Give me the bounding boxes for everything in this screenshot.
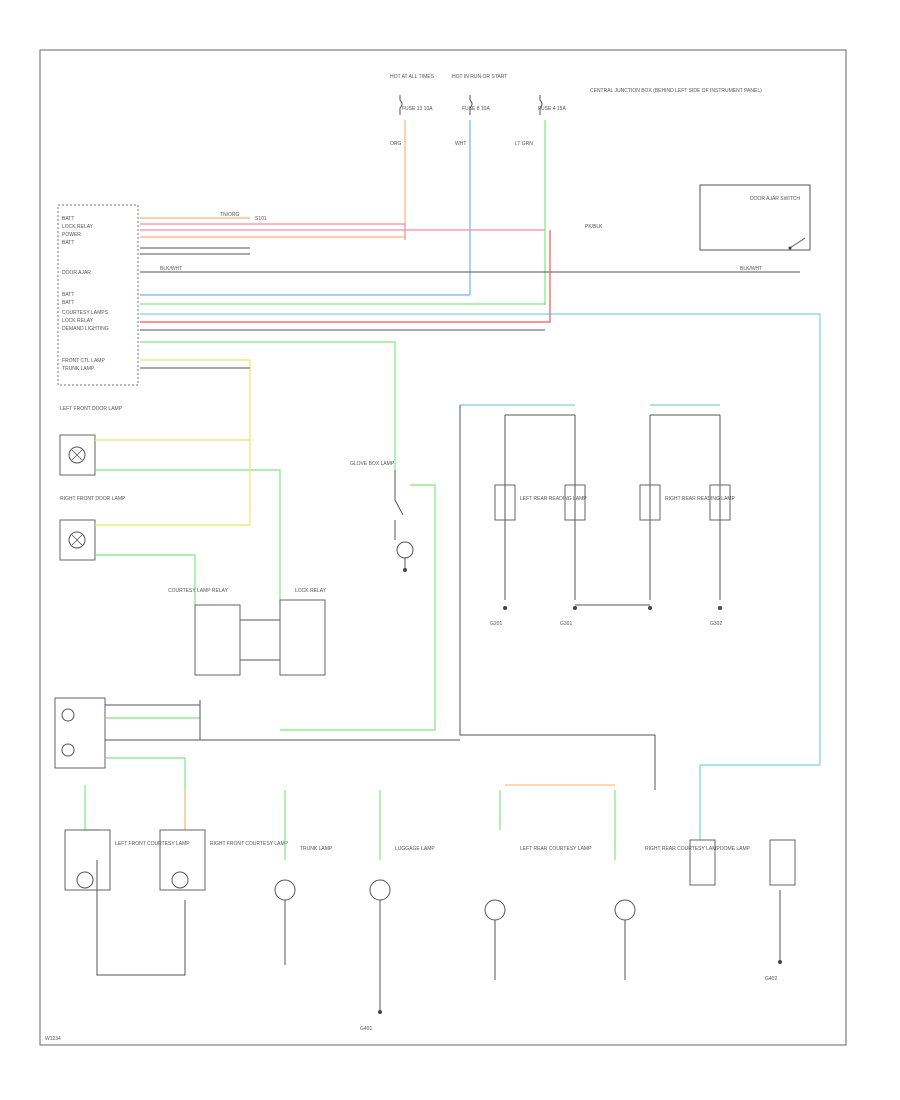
svg-text:LEFT REAR COURTESY LAMP: LEFT REAR COURTESY LAMP <box>520 846 592 852</box>
svg-text:LUGGAGE LAMP: LUGGAGE LAMP <box>395 846 435 852</box>
splice-label: S101 <box>255 216 267 222</box>
pin-label: BATT <box>62 292 74 298</box>
svg-text:DOOR AJAR SWITCH: DOOR AJAR SWITCH <box>750 196 800 202</box>
pin-label: TRUNK LAMP <box>62 366 95 372</box>
wire-tag: PK/BLK <box>585 224 603 230</box>
right-front-door-lamp: RIGHT FRONT DOOR LAMP <box>59 496 126 561</box>
svg-text:COURTESY LAMP RELAY: COURTESY LAMP RELAY <box>168 588 229 594</box>
pin-label: FRONT CTL LAMP <box>62 358 105 364</box>
wire-tag: BLK/WHT <box>160 266 182 272</box>
pin-label: BATT <box>62 240 74 246</box>
svg-text:LEFT FRONT COURTESY LAMP: LEFT FRONT COURTESY LAMP <box>115 841 190 847</box>
connector-pin-labels: BATT LOCK RELAY POWER BATT DOOR AJAR BAT… <box>62 216 109 372</box>
fuse-label-2: HOT IN RUN OR START <box>452 74 507 80</box>
svg-text:DOME LAMP: DOME LAMP <box>720 846 751 852</box>
footer-code: W1234 <box>45 1036 61 1042</box>
wire-grn-2 <box>95 554 196 605</box>
svg-text:G402: G402 <box>765 976 777 982</box>
rear-reading-lamps: LEFT REAR READING LAMP RIGHT REAR READIN… <box>459 404 736 790</box>
svg-text:LEFT FRONT DOOR LAMP: LEFT FRONT DOOR LAMP <box>60 406 123 412</box>
wire-label-org: ORG <box>390 141 402 147</box>
wire-grn-1 <box>95 469 281 605</box>
wire-label-wht: WHT <box>455 141 466 147</box>
svg-text:RIGHT REAR COURTESY LAMP: RIGHT REAR COURTESY LAMP <box>645 846 720 852</box>
wire-tag: TN/ORG <box>220 212 240 218</box>
front-courtesy-switch <box>54 697 201 790</box>
pin-label: DEMAND LIGHTING <box>62 326 109 332</box>
pin-label: BATT <box>62 216 74 222</box>
wire-tag: BLK/WHT <box>740 266 762 272</box>
door-ajar-switch: DOOR AJAR SWITCH <box>699 184 811 251</box>
svg-text:TRUNK LAMP: TRUNK LAMP <box>300 846 333 852</box>
fuse-label-1: HOT AT ALL TIMES <box>390 74 435 80</box>
svg-text:GLOVE BOX LAMP: GLOVE BOX LAMP <box>350 461 395 467</box>
courtesy-relay-block: COURTESY LAMP RELAY LOCK RELAY <box>168 588 327 676</box>
pin-label: BATT <box>62 300 74 306</box>
svg-text:RIGHT FRONT DOOR LAMP: RIGHT FRONT DOOR LAMP <box>60 496 126 502</box>
central-note: CENTRAL JUNCTION BOX (BEHIND LEFT SIDE O… <box>590 88 762 94</box>
svg-text:RIGHT REAR READING LAMP: RIGHT REAR READING LAMP <box>665 496 736 502</box>
left-front-door-lamp: LEFT FRONT DOOR LAMP <box>59 406 123 476</box>
connector-wires <box>140 217 821 765</box>
fuse-3: FUSE 4 15A <box>538 106 566 112</box>
pin-label: POWER <box>62 232 81 238</box>
bottom-lamps: LEFT FRONT COURTESY LAMP RIGHT FRONT COU… <box>64 764 820 1032</box>
wire-yel-2 <box>95 440 251 526</box>
fuse-1: FUSE 13 10A <box>402 106 433 112</box>
fuse-symbols <box>399 95 543 115</box>
fuse-2: FUSE 8 10A <box>462 106 490 112</box>
svg-text:G302: G302 <box>710 621 722 627</box>
svg-text:G401: G401 <box>360 1026 372 1032</box>
svg-text:G201: G201 <box>490 621 502 627</box>
svg-text:RIGHT FRONT COURTESY LAMP: RIGHT FRONT COURTESY LAMP <box>210 841 289 847</box>
ground-symbol <box>403 568 407 572</box>
pin-label: COURTESY LAMPS <box>62 310 109 316</box>
svg-text:LEFT REAR READING LAMP: LEFT REAR READING LAMP <box>520 496 587 502</box>
pin-label: DOOR AJAR <box>62 270 91 276</box>
pin-label: LOCK RELAY <box>62 224 94 230</box>
wire-label-ltgrn: LT GRN <box>515 141 533 147</box>
top-fuse-labels: HOT AT ALL TIMES FUSE 13 10A HOT IN RUN … <box>390 74 762 112</box>
svg-text:G301: G301 <box>560 621 572 627</box>
junction-box-connector <box>57 204 139 386</box>
glove-box-lamp-switch: GLOVE BOX LAMP <box>280 461 436 731</box>
pin-label: LOCK RELAY <box>62 318 94 324</box>
diagram-frame <box>39 49 847 1046</box>
svg-text:LOCK RELAY: LOCK RELAY <box>295 588 327 594</box>
